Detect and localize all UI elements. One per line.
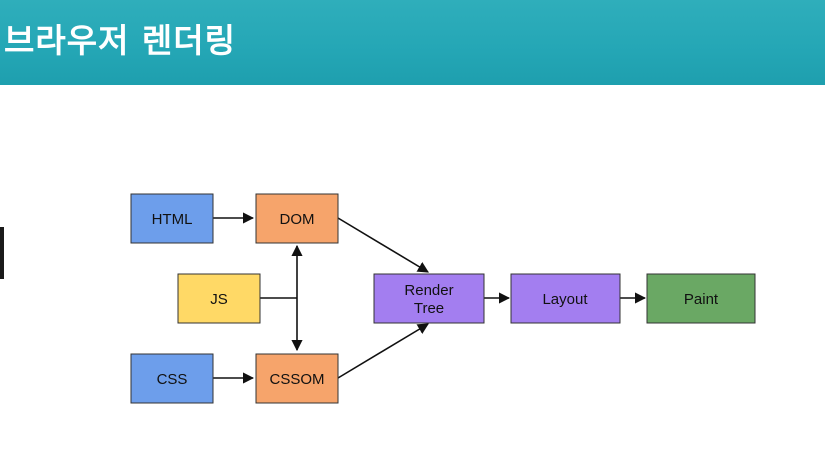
node-paint: Paint (646, 273, 756, 324)
node-cssom-box (255, 353, 339, 404)
node-render-tree-box (373, 273, 485, 324)
edge-dom-render-tree (337, 217, 429, 273)
node-html-box (130, 193, 214, 244)
node-js: JS (177, 273, 261, 324)
title-banner: 브라우저 렌더링 (0, 0, 825, 85)
node-cssom-label: CSSOM (269, 371, 324, 388)
page-title: 브라우저 렌더링 (4, 21, 237, 60)
node-paint-box (646, 273, 756, 324)
node-css: CSS (130, 353, 214, 404)
node-cssom: CSSOM (255, 353, 339, 404)
edges (213, 212, 647, 384)
node-layout-label: Layout (542, 291, 588, 308)
node-html: HTML (130, 193, 214, 244)
node-css-box (130, 353, 214, 404)
edge-cssom-render-tree (337, 323, 429, 379)
node-paint-label: Paint (684, 291, 719, 308)
node-dom: DOM (255, 193, 339, 244)
node-layout: Layout (510, 273, 621, 324)
node-dom-box (255, 193, 339, 244)
node-layout-box (510, 273, 621, 324)
node-js-label: JS (210, 291, 228, 308)
node-render-tree: Render Tree (373, 273, 485, 324)
node-render-tree-label-line2: Tree (414, 300, 444, 317)
node-css-label: CSS (157, 371, 188, 388)
node-html-label: HTML (152, 211, 193, 228)
node-js-box (177, 273, 261, 324)
node-render-tree-label-line1: Render (404, 282, 453, 299)
left-edge-marker (0, 227, 4, 279)
node-dom-label: DOM (280, 211, 315, 228)
